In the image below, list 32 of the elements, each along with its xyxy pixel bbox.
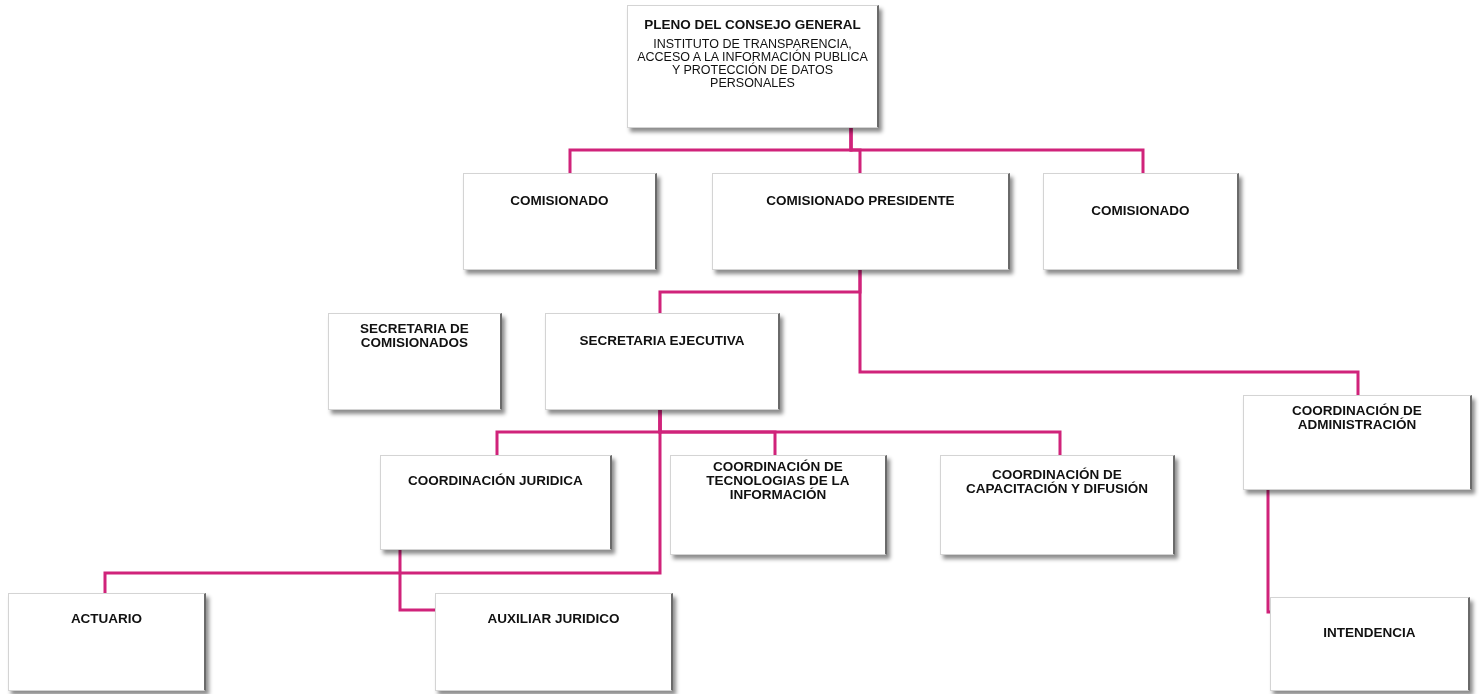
connector-line	[858, 270, 1360, 395]
org-box	[8, 593, 206, 691]
unit-description: INSTITUTO DE TRANSPARENCIA, ACCESO A LA INFORMACIÓN PUBLICA Y PROTECCIÓN DE DATOS PERSONALES	[636, 38, 869, 90]
org-box	[1270, 597, 1470, 691]
unit-title: COORDINACIÓN DE CAPACITACIÓN Y DIFUSIÓN	[965, 468, 1149, 496]
connector-line	[103, 410, 662, 593]
org-box	[328, 313, 502, 410]
org-box	[1043, 173, 1239, 270]
org-box	[1243, 395, 1472, 490]
org-box	[627, 5, 879, 128]
unit-title: SECRETARIA EJECUTIVA	[579, 334, 745, 348]
unit-title: COMISIONADO PRESIDENTE	[766, 194, 955, 208]
connector-line	[398, 550, 435, 612]
unit-title: COORDINACIÓN DE ADMINISTRACIÓN	[1291, 404, 1423, 432]
unit-title: ACTUARIO	[70, 612, 143, 626]
org-box	[435, 593, 673, 691]
connector-line	[1266, 490, 1271, 614]
unit-title: AUXILIAR JURIDICO	[487, 612, 620, 626]
unit-title: COMISIONADO	[1091, 204, 1190, 218]
org-box	[545, 313, 780, 410]
unit-title: COMISIONADO	[510, 194, 609, 208]
org-box	[940, 455, 1175, 555]
org-box	[670, 455, 887, 555]
unit-title: PLENO DEL CONSEJO GENERAL	[644, 18, 861, 32]
connector-line	[849, 128, 1145, 173]
unit-title: SECRETARIA DE COMISIONADOS	[359, 322, 470, 350]
org-box	[712, 173, 1010, 270]
unit-title: INTENDENCIA	[1323, 626, 1416, 640]
unit-title: COORDINACIÓN JURIDICA	[408, 474, 583, 488]
org-box	[380, 455, 612, 550]
org-box	[463, 173, 657, 270]
unit-title: COORDINACIÓN DE TECNOLOGIAS DE LA INFORMACIÓN	[705, 460, 851, 502]
